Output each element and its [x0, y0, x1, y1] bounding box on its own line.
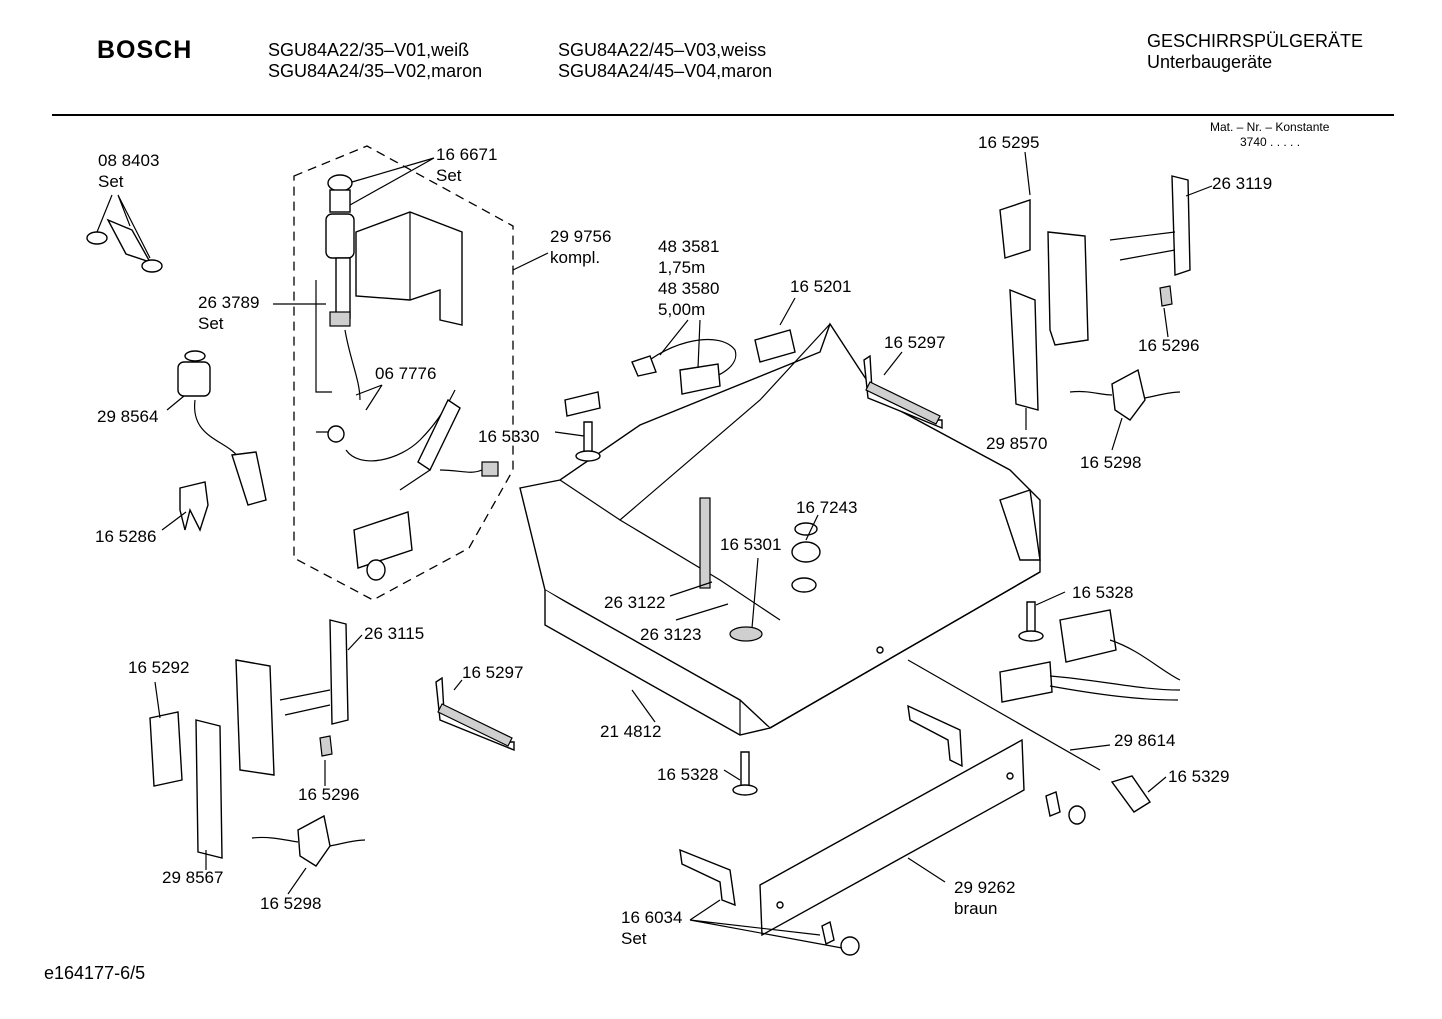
category-title: GESCHIRRSPÜLGERÄTE [1147, 31, 1364, 51]
hose-clamp-set-drawing [86, 218, 163, 273]
part-number-label: 29 8614 [1114, 731, 1175, 750]
model-line-2: SGU84A24/35–V02,maron [268, 61, 483, 81]
part-number-label: 29 9262 [954, 878, 1015, 897]
part-number-label: 16 5301 [720, 535, 781, 554]
base-tub-drawing [519, 322, 1041, 736]
part-number-label: 16 6671 [436, 145, 497, 164]
part-number-label: 26 3122 [604, 593, 665, 612]
part-number-label: 21 4812 [600, 722, 661, 741]
part-number-label: 29 8570 [986, 434, 1047, 453]
hinge-bracket-right-drawing [999, 175, 1191, 421]
subcategory-title: Unterbaugeräte [1147, 52, 1273, 72]
part-number-label: 06 7776 [375, 364, 436, 383]
slide-spring-right-drawing [863, 354, 943, 430]
mat-nr-value: 3740 . . . . . [1240, 135, 1301, 149]
part-number-label: 16 5295 [978, 133, 1039, 152]
part-number-label: 29 8567 [162, 868, 223, 887]
part-qualifier-label: kompl. [550, 248, 600, 267]
part-number-label: 26 3115 [364, 624, 424, 643]
part-qualifier-label: braun [954, 899, 997, 918]
part-number-label: 16 5296 [298, 785, 359, 804]
part-qualifier-label: Set [621, 929, 647, 948]
part-number-label: 16 5328 [657, 765, 718, 784]
part-number-label: 16 5330 [478, 427, 539, 446]
mat-nr-label: Mat. – Nr. – Konstante [1210, 120, 1330, 134]
part-number-label: 16 5286 [95, 527, 156, 546]
screws-drawing [564, 391, 1044, 796]
part-number-label: 16 5297 [462, 663, 523, 682]
part-qualifier-label: 1,75m [658, 258, 705, 277]
part-number-label: 16 7243 [796, 498, 857, 517]
slide-spring-left-drawing [435, 676, 515, 752]
inlet-valve-drawing [325, 174, 463, 462]
cable-connector-drawing [631, 329, 796, 395]
part-number-label: 08 8403 [98, 151, 159, 170]
part-number-label: 16 5296 [1138, 336, 1199, 355]
assembly-outline [293, 145, 514, 601]
part-number-label: 16 5328 [1072, 583, 1133, 602]
plinth-panel-drawing [679, 659, 1151, 956]
part-number-label: 16 5298 [1080, 453, 1141, 472]
drawing-code: e164177-6/5 [44, 963, 146, 983]
part-number-label: 16 6034 [621, 908, 682, 927]
leader-lines [96, 151, 1213, 949]
hinge-bracket-left-drawing [149, 619, 366, 867]
part-qualifier-label: Set [436, 166, 462, 185]
part-number-label: 26 3119 [1212, 174, 1272, 193]
part-number-label: 16 5329 [1168, 767, 1229, 786]
part-number-label: 26 3123 [640, 625, 701, 644]
part-number-label: 26 3789 [198, 293, 259, 312]
part-number-label: 48 3580 [658, 279, 719, 298]
part-qualifier-label: 5,00m [658, 300, 705, 319]
spiral-hose-drawing [353, 398, 499, 581]
part-qualifier-label: Set [98, 172, 124, 191]
part-number-label: 29 8564 [97, 407, 158, 426]
model-line-1: SGU84A22/35–V01,weiß [268, 40, 470, 60]
part-number-label: 48 3581 [658, 237, 719, 256]
part-number-label: 16 5298 [260, 894, 321, 913]
wiring-harness-drawing [999, 609, 1181, 703]
header-divider [52, 114, 1394, 116]
model-line-4: SGU84A24/45–V04,maron [558, 61, 773, 81]
part-number-label: 16 5201 [790, 277, 851, 296]
part-qualifier-label: Set [198, 314, 224, 333]
corrugated-hose-drawing [177, 350, 267, 532]
part-number-label: 16 5297 [884, 333, 945, 352]
part-number-label: 29 9756 [550, 227, 611, 246]
brand-logo: BOSCH [97, 36, 193, 64]
part-number-label: 16 5292 [128, 658, 189, 677]
model-line-3: SGU84A22/45–V03,weiss [558, 40, 767, 60]
